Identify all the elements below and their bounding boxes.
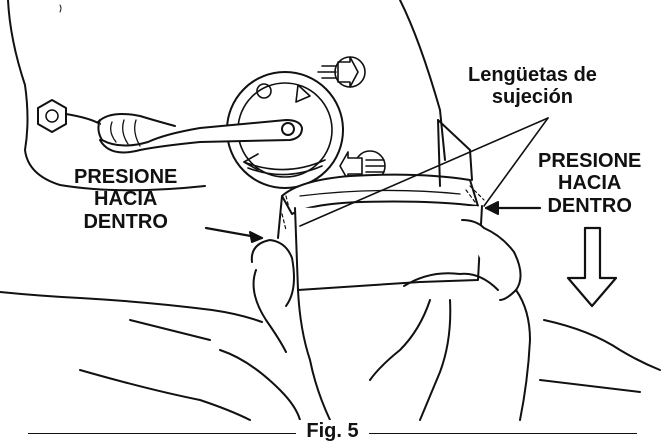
tabs-leader-line-2 (483, 117, 549, 207)
press-right-pointer (484, 201, 542, 215)
lever-handle (97, 113, 303, 154)
figure-caption-text: Fig. 5 (296, 420, 369, 442)
tabs-leader-line-1 (299, 117, 549, 227)
tabs-label-line-1: Lengüetas de (468, 64, 597, 86)
press-inward-label-right: PRESIONE HACIA DENTRO (538, 150, 641, 217)
tabs-label: Lengüetas de sujeción (468, 64, 597, 109)
press-inward-label-left: PRESIONE HACIA DENTRO (74, 166, 177, 233)
press-right-line-2: HACIA (558, 172, 622, 195)
hands-illustration (0, 219, 661, 421)
press-right-line-3: DENTRO (547, 194, 632, 217)
arrow-left-icon (339, 150, 386, 182)
figure-caption: Fig. 5 (0, 420, 665, 443)
machine-body-outline (7, 0, 206, 192)
filter-cartridge (277, 119, 485, 291)
machine-body-outline-right (399, 0, 446, 161)
press-left-line-1: PRESIONE (74, 166, 178, 188)
hex-bolt-icon (37, 99, 67, 133)
tabs-label-line-2: sujeción (491, 86, 574, 109)
press-left-line-2: HACIA (94, 188, 158, 211)
arrow-right-icon (317, 56, 366, 88)
down-arrow-icon (566, 226, 618, 308)
press-left-pointer (204, 226, 264, 243)
press-right-line-1: PRESIONE (538, 150, 642, 172)
machine-housing-edge (59, 4, 62, 13)
press-left-line-3: DENTRO (83, 210, 168, 233)
